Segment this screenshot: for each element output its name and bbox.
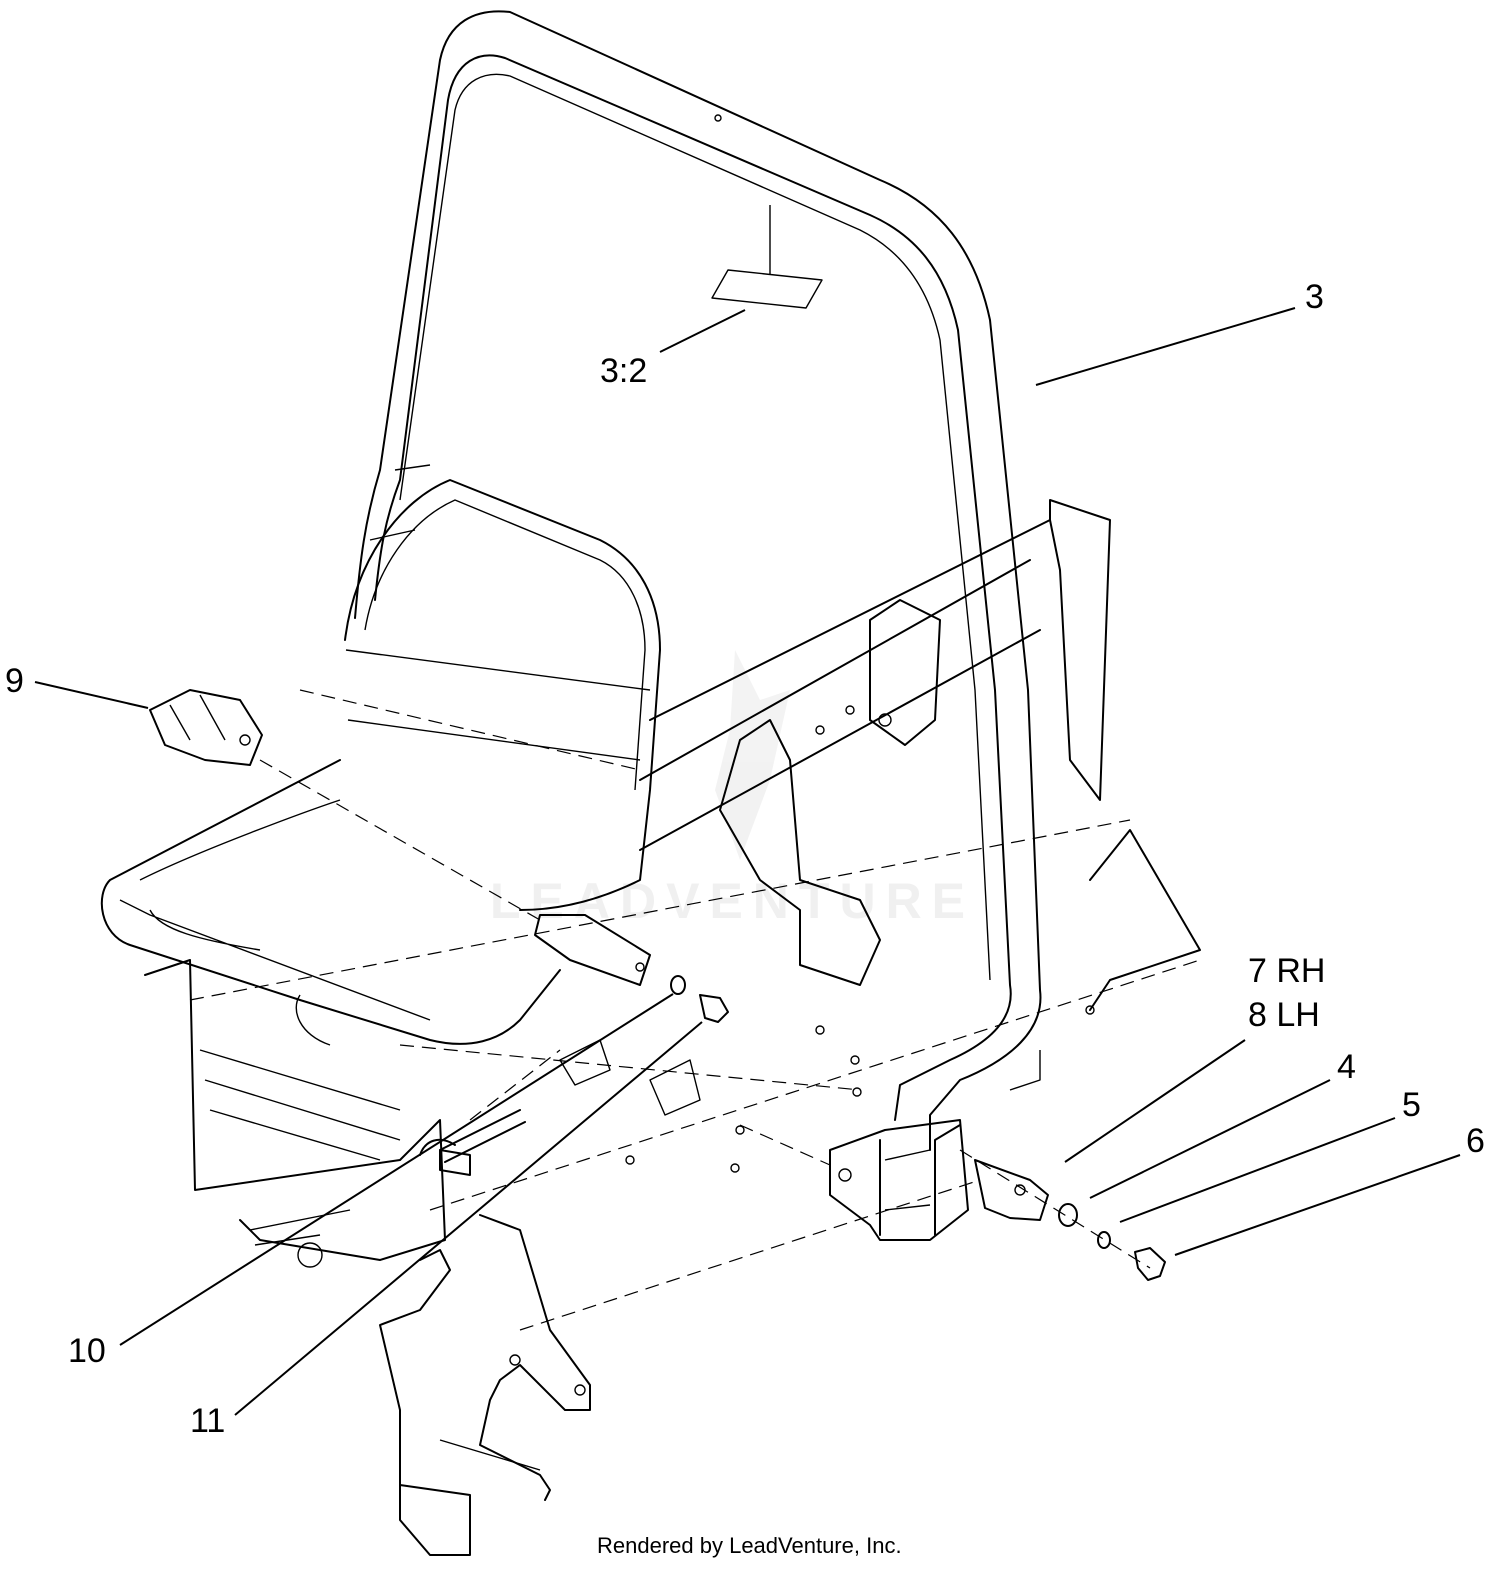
mount-holes	[625, 1025, 862, 1173]
callout-6: 6	[1466, 1122, 1485, 1160]
seat-base-lower	[144, 959, 471, 1268]
lock-washer	[1097, 1231, 1111, 1249]
assembly-lines	[189, 689, 1201, 1331]
leader-lines	[34, 307, 1461, 1416]
callout-4: 4	[1337, 1048, 1356, 1086]
render-credit: Rendered by LeadVenture, Inc.	[597, 1533, 902, 1558]
front-panel	[379, 1214, 591, 1556]
bar-mount-bracket	[829, 1119, 1049, 1241]
seat-belt-buckle	[149, 689, 263, 766]
chassis-frame	[639, 499, 1201, 1091]
seat	[100, 479, 661, 1046]
seat-fasteners	[670, 975, 729, 1023]
hex-bolt	[1134, 1247, 1166, 1281]
callout-10: 10	[68, 1332, 106, 1370]
callout-9: 9	[5, 662, 24, 700]
hinge-rod	[439, 1039, 701, 1163]
flat-washer	[1058, 1203, 1078, 1227]
seat-belt-latch	[534, 914, 651, 986]
callout-11: 11	[190, 1402, 225, 1440]
callout-7-rh: 7 RH	[1248, 952, 1325, 990]
callout-5: 5	[1402, 1086, 1421, 1124]
callout-3: 3	[1305, 278, 1324, 316]
roll-bar	[354, 10, 1042, 1151]
watermark-logo: LEADVENTURE	[490, 650, 975, 929]
fastener-stack	[1058, 1203, 1166, 1281]
callout-8-lh: 8 LH	[1248, 996, 1320, 1034]
decal-label	[711, 269, 823, 309]
callout-3-2: 3:2	[600, 352, 647, 390]
watermark-text: LEADVENTURE	[490, 873, 975, 929]
